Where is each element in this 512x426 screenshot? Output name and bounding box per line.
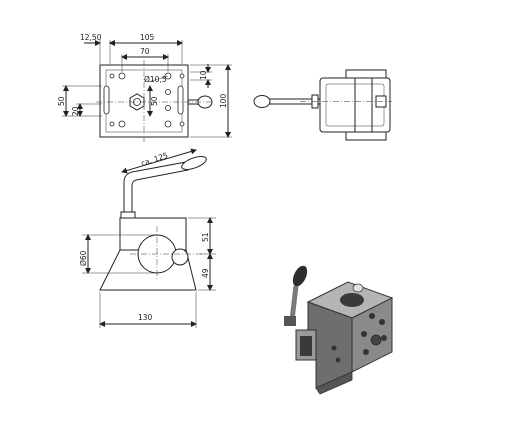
top-view-dimensions: 12,50 105 70 Ø10,5 10 100 50 20 5 xyxy=(57,33,232,138)
dim-left-small: 20 xyxy=(71,106,80,116)
dim-overall-height: 100 xyxy=(219,93,228,108)
dim-base-width: 130 xyxy=(138,313,153,322)
dim-left-height: 50 xyxy=(57,96,66,106)
dim-lower-height: 49 xyxy=(201,268,210,278)
dim-hole-diameter: Ø10,5 xyxy=(144,75,167,84)
front-view xyxy=(99,156,207,291)
side-view xyxy=(253,69,392,141)
top-view xyxy=(96,60,214,142)
dim-clamp-diameter: Ø60 xyxy=(79,250,88,266)
dim-upper-height: 51 xyxy=(201,232,210,242)
dim-handle-length: ca. 125 xyxy=(140,151,169,168)
dim-top-right-small: 10 xyxy=(199,70,208,80)
dim-top-width: 105 xyxy=(140,33,155,42)
dim-inner-height: 50 xyxy=(150,96,159,106)
dim-top-left-offset: 12,50 xyxy=(80,33,102,42)
dim-hole-spacing: 70 xyxy=(140,47,150,56)
isometric-render xyxy=(284,265,394,395)
